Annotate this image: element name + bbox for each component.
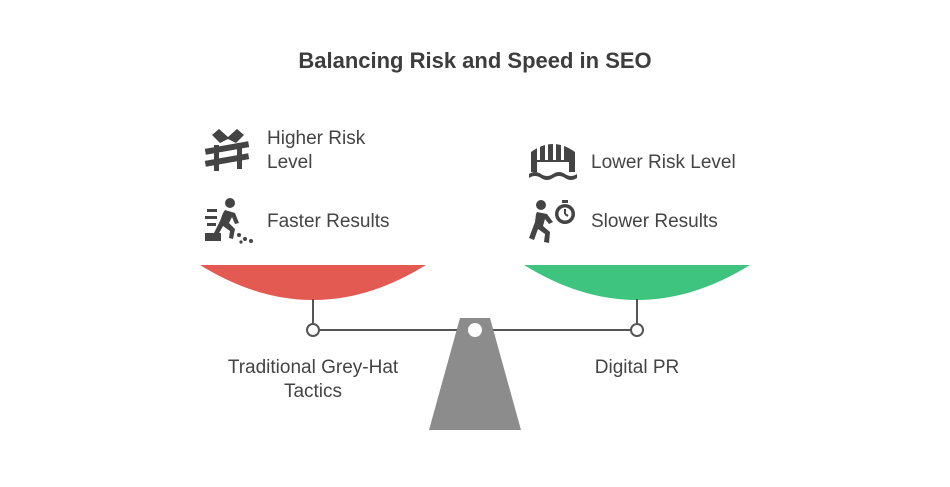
left-risk-label: Higher Risk Level [267, 128, 366, 173]
runner-stopwatch-icon [529, 200, 575, 243]
left-pivot [306, 323, 320, 337]
right-option-label: Digital PR [594, 357, 680, 378]
broken-barrier-icon [204, 129, 250, 171]
left-option-label: Traditional Grey-Hat Tactics [227, 357, 399, 402]
diagram-title: Balancing Risk and Speed in SEO [298, 48, 652, 73]
right-pivot [630, 323, 644, 337]
scale-stand [429, 318, 521, 430]
left-pan [200, 265, 426, 300]
sprinter-icon [205, 198, 253, 244]
right-risk-label: Lower Risk Level [591, 152, 736, 173]
right-speed-label: Slower Results [591, 211, 718, 232]
bridge-icon [529, 141, 577, 180]
center-pivot [466, 321, 484, 339]
left-speed-label: Faster Results [267, 211, 390, 232]
right-pan [524, 265, 750, 300]
